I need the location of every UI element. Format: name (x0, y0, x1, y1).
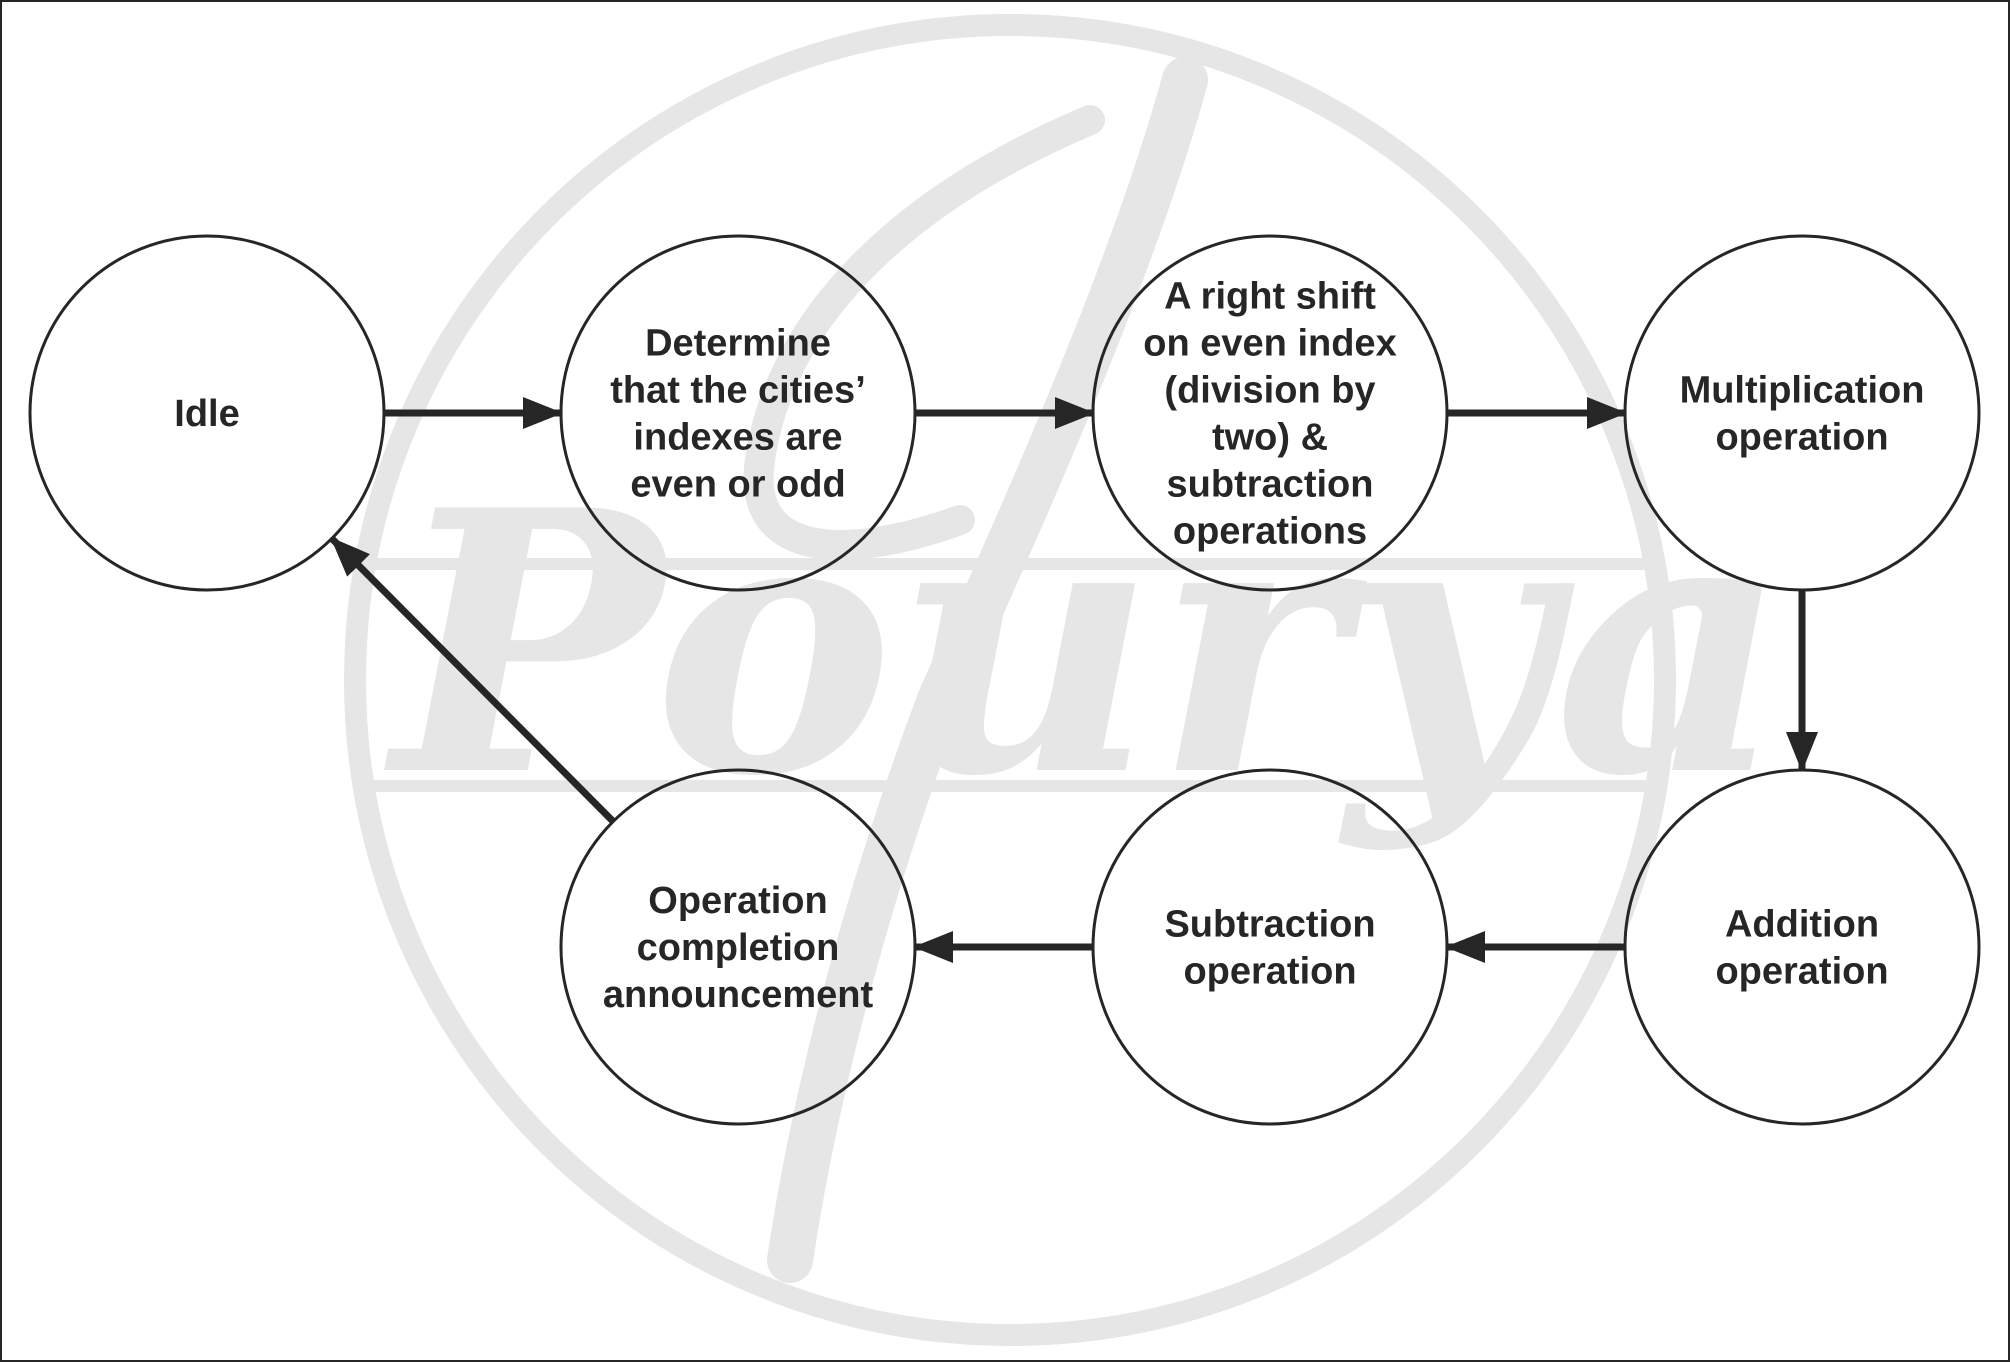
state-label-determine-parity-line-3: indexes are (633, 417, 842, 459)
watermark-ring (344, 14, 1676, 1346)
state-label-addition-line-1: Addition (1725, 904, 1879, 946)
state-label-right-shift-line-3: (division by (1164, 370, 1375, 412)
state-label-right-shift-line-2: on even index (1143, 323, 1396, 365)
state-label-multiplication-line-1: Multiplication (1680, 370, 1925, 412)
transition-arrow-completion-to-idle (329, 536, 616, 824)
state-circle-idle (28, 234, 386, 592)
state-label-right-shift-line-4: two) & (1212, 417, 1328, 459)
state-subtraction: Subtraction operation (1091, 768, 1449, 1126)
state-label-right-shift-line-5: subtraction (1167, 464, 1374, 506)
watermark-text: Pourya (381, 432, 1787, 855)
watermark-seal: Pourya (344, 14, 1788, 1346)
state-idle: Idle (28, 234, 386, 592)
watermark-flourish-stroke (767, 57, 1208, 1283)
state-label-multiplication-line-2: operation (1715, 417, 1888, 459)
state-circle-completion (559, 768, 917, 1126)
state-addition: Addition operation (1623, 768, 1981, 1126)
state-label-subtraction-line-2: operation (1183, 951, 1356, 993)
state-circle-determine-parity (559, 234, 917, 592)
states-layer: Idle Determine that the cities’ indexes are… (28, 234, 1981, 1126)
watermark-flourish-loop (743, 105, 1105, 560)
state-circle-subtraction (1091, 768, 1449, 1126)
state-label-determine-parity-line-1: Determine (645, 323, 831, 365)
state-label-right-shift-line-6: operations (1173, 511, 1367, 553)
state-determine-parity: Determine that the cities’ indexes are even… (559, 234, 917, 592)
state-label-determine-parity-line-4: even or odd (630, 464, 845, 506)
state-label-completion-line-2: completion (637, 927, 840, 969)
state-label-completion-line-3: announcement (603, 974, 874, 1016)
state-label-addition-line-2: operation (1715, 951, 1888, 993)
state-label-determine-parity-line-2: that the cities’ (610, 370, 866, 412)
state-label-right-shift-line-1: A right shift (1164, 276, 1376, 318)
state-circle-multiplication (1623, 234, 1981, 592)
state-label-idle-line-1: Idle (174, 393, 239, 435)
transitions-layer (329, 397, 1818, 963)
state-circle-right-shift (1091, 234, 1449, 592)
state-multiplication: Multiplication operation (1623, 234, 1981, 592)
state-label-completion-line-1: Operation (648, 880, 827, 922)
state-label-subtraction-line-1: Subtraction (1164, 904, 1375, 946)
state-right-shift: A right shift on even index (division by tw… (1091, 234, 1449, 592)
state-circle-addition (1623, 768, 1981, 1126)
state-completion: Operation completion announcement (559, 768, 917, 1126)
